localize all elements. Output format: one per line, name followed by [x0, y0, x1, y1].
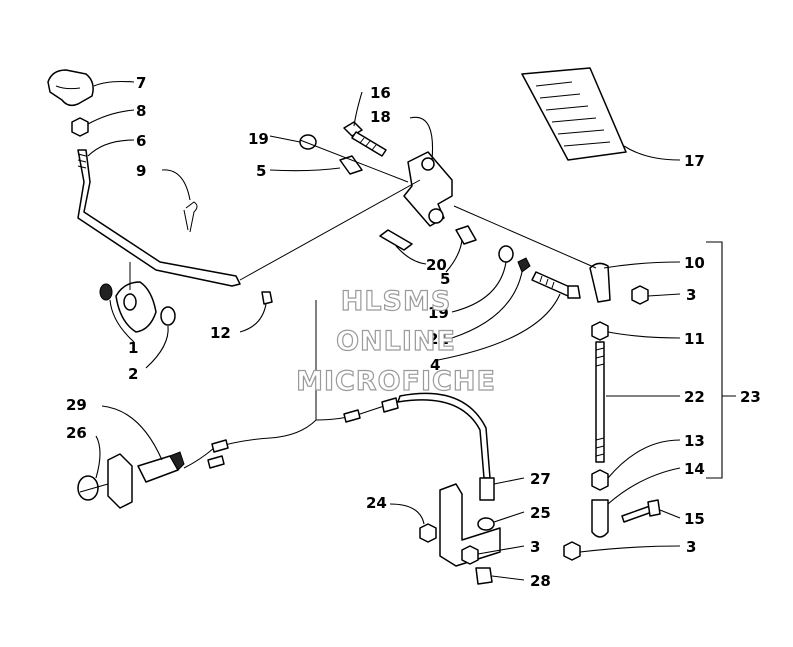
watermark-line1: HLSMS: [341, 286, 452, 317]
alignment-line: [299, 139, 409, 183]
callout-26: 26: [66, 424, 87, 442]
callout-19b: 19: [428, 304, 449, 322]
alignment-line: [79, 483, 109, 493]
bolt-small: [261, 291, 273, 305]
callout-5b: 5: [440, 270, 450, 288]
nut-3b: [461, 545, 479, 565]
callout-9: 9: [136, 162, 146, 180]
bolt-15: [621, 499, 661, 523]
pivot-bracket: [403, 151, 453, 227]
watermark-line3: MICROFICHE: [296, 366, 496, 397]
callout-5a: 5: [256, 162, 266, 180]
watermark-line2: ONLINE: [336, 326, 456, 357]
callout-3b: 3: [530, 538, 540, 556]
callout-28: 28: [530, 572, 551, 590]
callout-6: 6: [136, 132, 146, 150]
callout-12: 12: [210, 324, 231, 342]
wiring-harness: [183, 300, 399, 469]
callout-1: 1: [128, 339, 138, 357]
bushing-lower: [455, 225, 477, 245]
callout-21: 21: [428, 330, 449, 348]
callout-3a: 3: [686, 286, 696, 304]
callout-18: 18: [370, 108, 391, 126]
callout-24: 24: [366, 494, 387, 512]
threaded-rod: [595, 341, 605, 463]
shift-lever: [77, 149, 241, 287]
callout-20: 20: [426, 256, 447, 274]
callout-leaders: [87, 80, 681, 581]
nut-24: [419, 523, 437, 543]
assembly-bracket: [706, 241, 736, 479]
cable-end: [479, 477, 495, 501]
callout-25: 25: [530, 504, 551, 522]
callout-14: 14: [684, 460, 705, 478]
watermark: HLSMS ONLINE MICROFICHE: [295, 285, 496, 397]
callout-8: 8: [136, 102, 146, 120]
cable-bracket: [439, 483, 501, 567]
callout-29: 29: [66, 396, 87, 414]
callout-7: 7: [136, 74, 146, 92]
bolt-4: [531, 271, 581, 299]
shift-knob: [47, 69, 94, 107]
pivot-plate: [99, 281, 176, 333]
alignment-line: [453, 205, 597, 269]
nut: [71, 117, 89, 137]
bolt-28: [475, 567, 493, 585]
callout-16: 16: [370, 84, 391, 102]
neutral-switch: [107, 451, 185, 509]
callout-17: 17: [684, 152, 705, 170]
pin: [379, 229, 413, 251]
rod-end: [589, 262, 611, 303]
switch-nut: [77, 475, 99, 501]
callout-23: 23: [740, 388, 761, 406]
washer: [299, 134, 317, 150]
cotter-pin: [183, 201, 198, 233]
callout-15: 15: [684, 510, 705, 528]
washer-lower: [498, 245, 514, 263]
long-bolt: [343, 121, 387, 157]
callout-19a: 19: [248, 130, 269, 148]
bushing: [339, 155, 363, 175]
callout-3c: 3: [686, 538, 696, 556]
decal: [521, 67, 627, 161]
alignment-line: [239, 179, 421, 281]
callout-13: 13: [684, 432, 705, 450]
cable: [397, 392, 491, 479]
nut-13: [591, 469, 609, 491]
jam-nut: [591, 321, 609, 341]
callout-4: 4: [430, 356, 440, 374]
callout-10: 10: [684, 254, 705, 272]
nut-3c: [563, 541, 581, 561]
rod-end-lower: [591, 499, 609, 538]
nut-3a: [631, 285, 649, 305]
callout-2: 2: [128, 365, 138, 383]
callout-27: 27: [530, 470, 551, 488]
lock-washer: [517, 257, 531, 273]
callouts: 1 2 3 3 3 4 5 5 6 7 8 9 10 11 12 13 14 1…: [66, 74, 761, 590]
callout-22: 22: [684, 388, 705, 406]
callout-11: 11: [684, 330, 705, 348]
